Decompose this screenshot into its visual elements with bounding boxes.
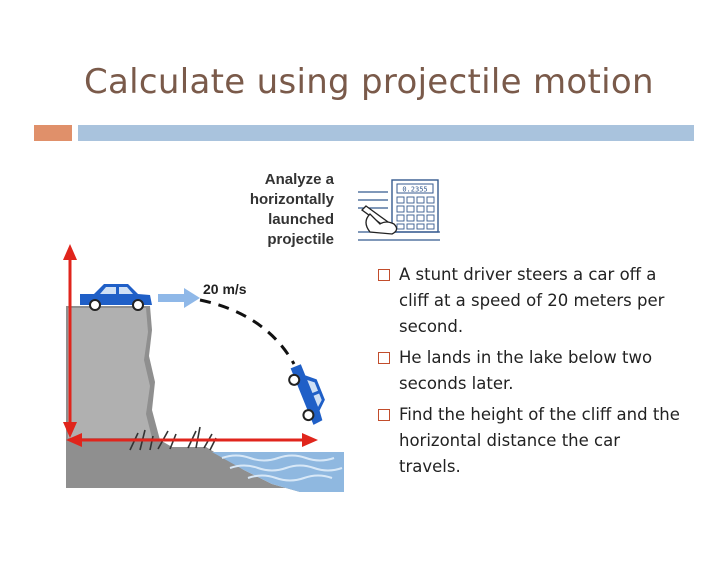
bullet-item: He lands in the lake below two seconds l… (374, 345, 684, 397)
calculator-display: 0.2355 (402, 186, 427, 194)
car-falling (288, 364, 325, 425)
title-accent-bar (34, 125, 72, 141)
title-divider-bar (78, 125, 694, 141)
velocity-arrow (158, 288, 200, 308)
cliff-highlight (68, 308, 152, 438)
lake-waves (221, 454, 343, 482)
calculator-icon: 0.2355 (358, 179, 440, 241)
trajectory-path (199, 298, 296, 365)
bullet-item: Find the height of the cliff and the hor… (374, 402, 684, 480)
square-bullet-icon (378, 409, 390, 421)
slide-title: Calculate using projectile motion (84, 62, 654, 102)
lake (212, 452, 344, 492)
bullet-text: He lands in the lake below two seconds l… (399, 348, 653, 393)
height-arrow (63, 244, 77, 438)
bullet-text: A stunt driver steers a car off a cliff … (399, 265, 665, 336)
square-bullet-icon (378, 269, 390, 281)
distance-arrow (66, 433, 318, 447)
square-bullet-icon (378, 352, 390, 364)
speed-label: 20 m/s (203, 281, 247, 297)
bullet-text: Find the height of the cliff and the hor… (399, 405, 680, 476)
car-on-cliff (80, 284, 152, 311)
illustration-caption: Analyze a horizontally launched projecti… (249, 171, 334, 248)
bullet-item: A stunt driver steers a car off a cliff … (374, 262, 684, 340)
bullet-list: A stunt driver steers a car off a cliff … (374, 262, 684, 485)
